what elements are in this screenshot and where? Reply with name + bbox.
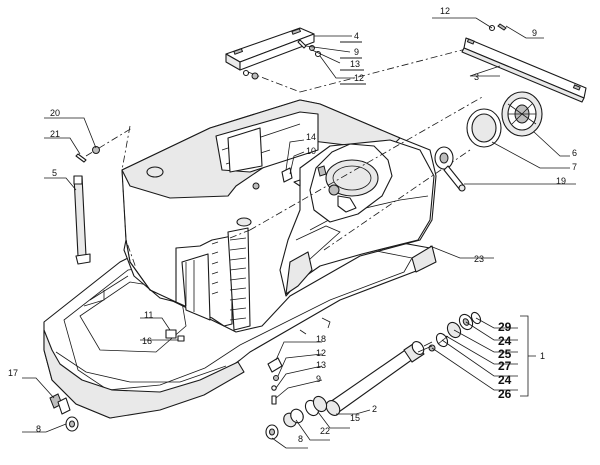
label-24-b: 24 xyxy=(498,373,512,387)
part-5-rod xyxy=(73,175,91,265)
scale-ticks xyxy=(229,237,247,321)
leader-lines xyxy=(22,17,576,449)
label-19: 19 xyxy=(556,176,566,186)
label-12-right: 12 xyxy=(440,6,450,16)
part-15-ring xyxy=(304,395,328,417)
label-3: 3 xyxy=(474,72,479,82)
label-8-left: 8 xyxy=(36,424,41,434)
label-9-top: 9 xyxy=(354,47,359,57)
label-24-a: 24 xyxy=(498,334,512,348)
label-29: 29 xyxy=(498,320,512,334)
part-20-21-fasteners xyxy=(75,146,100,163)
label-26: 26 xyxy=(498,387,512,401)
label-15: 15 xyxy=(350,413,360,423)
part-4-bracket xyxy=(225,27,315,80)
label-12-bottom: 12 xyxy=(316,348,326,358)
label-11: 11 xyxy=(144,310,153,320)
part-18-clip-stack xyxy=(267,357,283,405)
label-13-bottom: 13 xyxy=(316,360,326,370)
part-8-washer-bottom xyxy=(265,424,279,440)
assembly-lines xyxy=(85,47,485,269)
label-6: 6 xyxy=(572,148,577,158)
label-22: 22 xyxy=(320,426,330,436)
part-10-14 xyxy=(281,165,327,187)
part-6-cap xyxy=(501,91,543,137)
part-19-key xyxy=(434,146,466,192)
label-18: 18 xyxy=(316,334,326,344)
part-7-ring xyxy=(466,108,502,148)
label-8-bottom: 8 xyxy=(298,434,303,444)
label-10: 10 xyxy=(306,146,316,156)
label-21: 21 xyxy=(50,129,60,139)
label-12-top: 12 xyxy=(354,73,364,83)
label-20: 20 xyxy=(50,108,60,118)
main-housing xyxy=(43,99,437,419)
label-14: 14 xyxy=(306,132,316,142)
label-2: 2 xyxy=(372,404,377,414)
label-7: 7 xyxy=(572,162,577,172)
label-16: 16 xyxy=(142,336,152,346)
label-27: 27 xyxy=(498,359,512,373)
label-4: 4 xyxy=(354,31,359,41)
part-22-nut xyxy=(283,408,304,428)
part-2-cylinder xyxy=(325,341,433,416)
label-5: 5 xyxy=(52,168,57,178)
label-13-top: 13 xyxy=(350,59,360,69)
label-9-right: 9 xyxy=(532,28,537,38)
label-1: 1 xyxy=(540,351,545,361)
label-23: 23 xyxy=(474,254,484,264)
label-9-bottom: 9 xyxy=(316,374,321,384)
callout-labels: 4 9 13 12 12 9 3 6 7 19 23 20 21 5 14 10… xyxy=(8,6,577,444)
part-3-rail xyxy=(461,23,587,103)
label-17: 17 xyxy=(8,368,18,378)
label-25: 25 xyxy=(498,347,512,361)
